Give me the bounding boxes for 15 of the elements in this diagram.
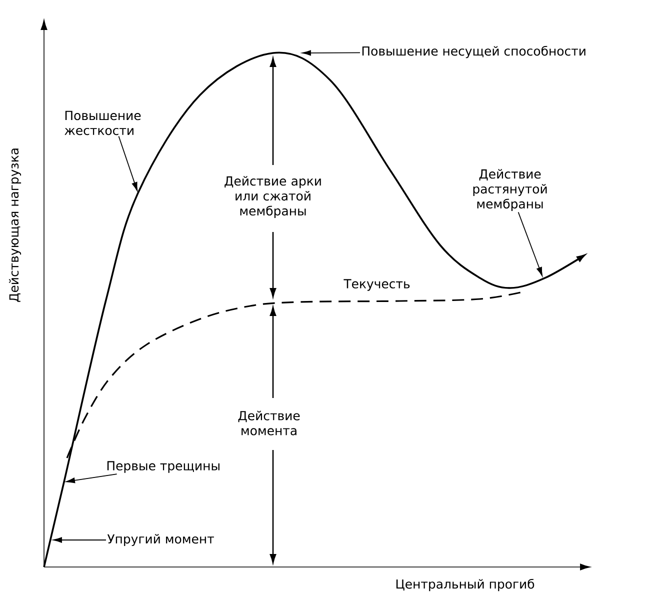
callout-text: Действие растянутой мембраны xyxy=(473,169,547,211)
leader-arrow xyxy=(53,537,106,543)
callout-text: Повышение несущей способности xyxy=(362,46,586,58)
callout-text: Повышение жесткости xyxy=(64,110,141,136)
leader-arrow xyxy=(66,474,118,484)
leader-arrow xyxy=(302,50,360,56)
axis-title: Центральный прогиб xyxy=(396,578,534,592)
callout-text: Первые трещины xyxy=(107,461,220,473)
curve-label: Действие момента xyxy=(238,410,300,436)
leader-arrow xyxy=(118,136,138,192)
curve-label: Действие арки или сжатой мембраны xyxy=(224,176,321,218)
curve-label: Текучесть xyxy=(344,279,410,291)
axis-title: Действующая нагрузка xyxy=(8,148,22,302)
leader-arrow xyxy=(518,212,543,276)
callout-text: Упругий момент xyxy=(107,534,214,546)
